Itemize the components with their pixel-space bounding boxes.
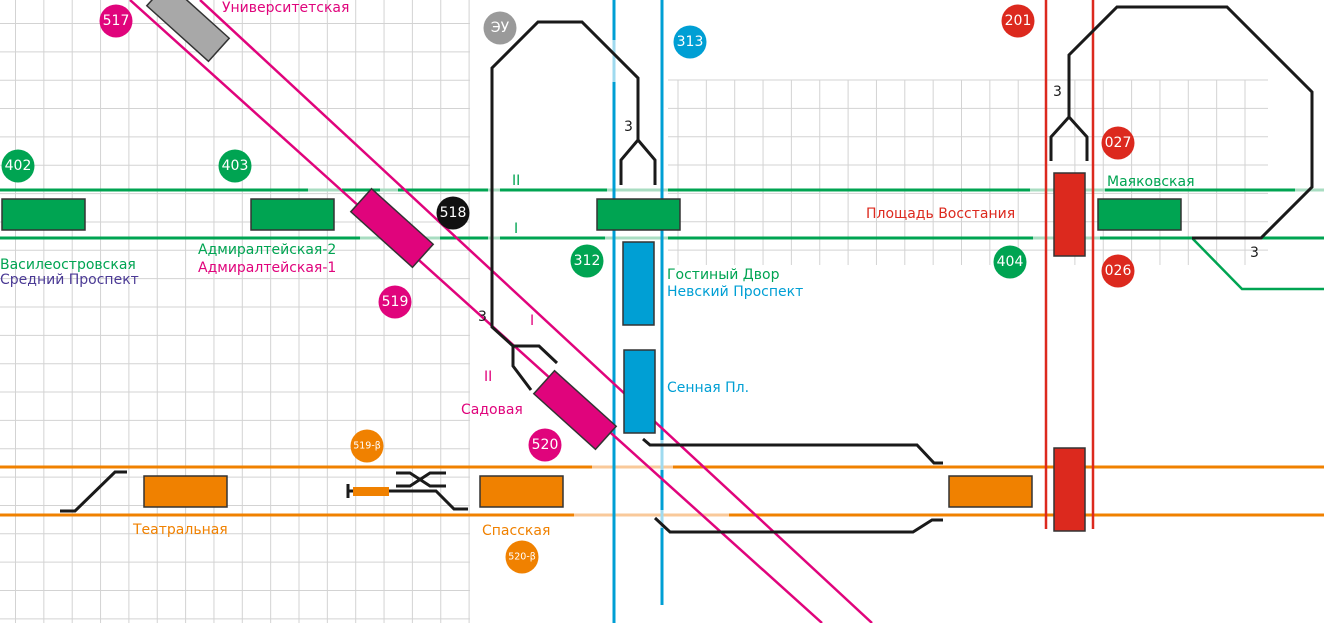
- track-label-connector-3-left: 3: [478, 309, 487, 325]
- grid-right: [668, 79, 1268, 265]
- label-sadovaya: Садовая: [461, 402, 523, 418]
- platform-sadovaya: [532, 369, 618, 451]
- orange-track-faded: [574, 465, 729, 517]
- platform-nevsky-prospekt: [622, 241, 655, 326]
- badge-519-beta: 519-β: [350, 429, 384, 463]
- badge-404: 404: [993, 245, 1027, 279]
- connector-sennaya-orange-upper: [642, 437, 943, 465]
- svg-text:026: 026: [1105, 263, 1132, 279]
- blue-line-tracks: [612, 0, 664, 623]
- label-gostiny-dvor: Гостиный Двор: [667, 267, 780, 283]
- svg-text:312: 312: [574, 253, 601, 269]
- platforms: [1, 0, 1182, 532]
- svg-text:517: 517: [103, 13, 130, 29]
- connector-tracks: [60, 5, 1314, 534]
- label-spasskaya: Спасская: [482, 523, 550, 539]
- connector-eu-loop: [490, 20, 640, 318]
- label-mayakovskaya: Маяковская: [1107, 174, 1195, 190]
- badge-eu: ЭУ: [483, 11, 517, 45]
- badge-518: 518: [436, 196, 470, 230]
- platform-admiralteyskaya-1: [349, 187, 435, 269]
- badge-520: 520: [528, 428, 562, 462]
- label-admiralteyskaya-2: Адмиралтейская-2: [198, 242, 336, 258]
- badge-026: 026: [1101, 254, 1135, 288]
- badge-520-beta: 520-β: [505, 540, 539, 574]
- track-label-connector-3-right-bottom: 3: [1250, 245, 1259, 261]
- badge-403: 403: [218, 149, 252, 183]
- platform-vasileostrovskaya: [1, 198, 86, 231]
- label-ploshchad-vosstaniya: Площадь Восстания: [866, 206, 1015, 222]
- badge-519: 519: [378, 285, 412, 319]
- connector-right-loop: [1067, 5, 1314, 240]
- connector-519beta-b: [396, 471, 446, 488]
- badge-402: 402: [1, 149, 35, 183]
- track-label-green-I: I: [514, 221, 518, 237]
- green-branch-track: [1191, 237, 1324, 291]
- svg-text:403: 403: [222, 158, 249, 174]
- svg-text:ЭУ: ЭУ: [491, 20, 510, 36]
- connector-sadovaya: [490, 318, 533, 391]
- connector-teatralnaya: [60, 470, 127, 513]
- platform-orange-right: [948, 475, 1033, 508]
- badge-201: 201: [1001, 4, 1035, 38]
- label-sennaya: Сенная Пл.: [667, 380, 749, 396]
- badge-027: 027: [1101, 126, 1135, 160]
- svg-text:520: 520: [532, 437, 559, 453]
- svg-text:518: 518: [440, 205, 467, 221]
- platform-gostiny-dvor: [596, 198, 681, 231]
- svg-text:520-β: 520-β: [508, 552, 536, 563]
- red-line-tracks: [1044, 0, 1095, 529]
- platform-admiralteyskaya-2: [250, 198, 335, 231]
- svg-text:027: 027: [1105, 135, 1132, 151]
- track-label-green-II: II: [512, 173, 520, 189]
- badge-312: 312: [570, 244, 604, 278]
- track-label-connector-3-right-top: 3: [1053, 84, 1062, 100]
- platform-mayakovskaya: [1097, 198, 1182, 231]
- platform-teatralnaya: [143, 475, 228, 508]
- connector-right-fork: [1049, 114, 1089, 161]
- badge-313: 313: [673, 25, 707, 59]
- svg-text:519-β: 519-β: [353, 441, 381, 452]
- station-labels: Университетская Василеостровская Средний…: [0, 0, 1195, 539]
- connector-519beta-main: [348, 489, 468, 511]
- badge-517: 517: [99, 4, 133, 38]
- connector-center-fork: [619, 137, 657, 185]
- label-nevsky-prospekt: Невский Проспект: [667, 284, 803, 300]
- purple-track-II: [129, 0, 823, 623]
- platform-sennaya: [623, 349, 656, 434]
- label-admiralteyskaya-1: Адмиралтейская-1: [198, 260, 336, 276]
- track-labels: II I I II 3 3 3 3: [478, 84, 1259, 385]
- svg-text:201: 201: [1005, 13, 1032, 29]
- svg-text:519: 519: [382, 294, 409, 310]
- label-vasileostrovskaya: Василеостровская: [0, 257, 136, 273]
- label-sredny-prospekt: Средний Проспект: [0, 272, 139, 288]
- connector-sadovaya-fork: [513, 344, 559, 365]
- badges: 517 402 403 518 519 520 519-β 520-β ЭУ 3…: [1, 4, 1135, 574]
- track-label-purple-II: II: [484, 369, 492, 385]
- track-label-connector-3-center: 3: [624, 119, 633, 135]
- platform-ploshchad-vosstaniya: [1053, 172, 1086, 257]
- platform-red-lower: [1053, 447, 1086, 532]
- platform-spasskaya: [479, 475, 564, 508]
- label-universitetskaya: Университетская: [222, 0, 349, 16]
- label-teatralnaya: Театральная: [132, 522, 228, 538]
- svg-text:313: 313: [677, 34, 704, 50]
- platform-universitetskaya: [145, 0, 231, 63]
- purple-track-I: [199, 0, 873, 623]
- svg-text:404: 404: [997, 254, 1024, 270]
- svg-text:402: 402: [5, 158, 32, 174]
- dead-end-519beta: [353, 487, 389, 496]
- connector-sennaya-orange-lower: [653, 516, 943, 534]
- track-label-purple-I: I: [530, 313, 534, 329]
- purple-line-tracks: [129, 0, 873, 623]
